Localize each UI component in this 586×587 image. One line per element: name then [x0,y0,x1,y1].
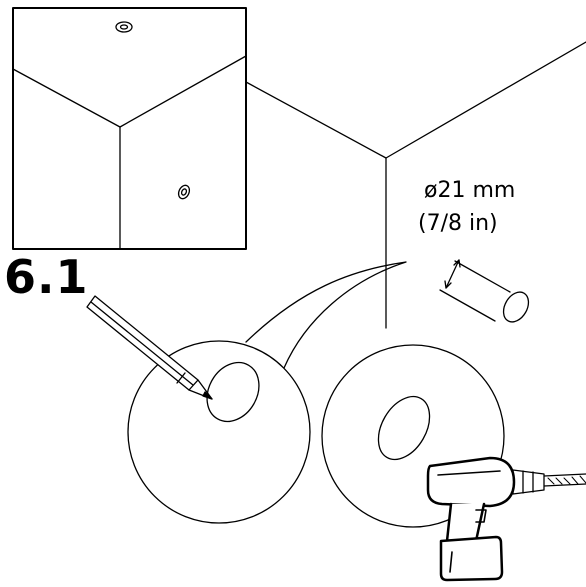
hole-diameter-metric: ø21 mm [424,178,516,203]
drill-icon [426,456,586,582]
room-corner [245,41,586,329]
marking-circle [127,340,311,524]
hole-diameter-imperial: (7/8 in) [418,211,498,236]
ceiling-hole-icon [115,21,133,33]
inset-detail-view [12,7,247,250]
step-number: 6.1 [4,250,89,304]
hole-diameter-icon [439,259,530,323]
wall-hole-icon [177,184,191,200]
connector-arc [245,261,407,369]
pencil-icon [86,295,213,400]
